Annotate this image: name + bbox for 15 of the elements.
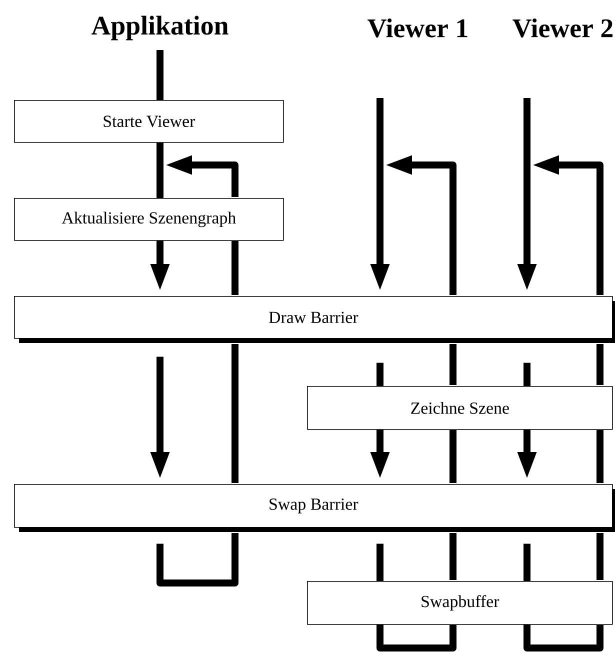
- barrier-box: Draw Barrier: [14, 296, 615, 343]
- process-box: Swapbuffer: [307, 581, 613, 625]
- connector-line: [524, 362, 530, 386]
- column-heading: Viewer 1: [368, 18, 468, 38]
- process-box: Aktualisiere Szenengraph: [14, 198, 284, 241]
- barrier-box: Swap Barrier: [14, 484, 615, 532]
- process-box: Zeichne Szene: [307, 386, 613, 430]
- connector-line: [156, 50, 164, 100]
- connector-line: [376, 362, 384, 386]
- process-box: Starte Viewer: [14, 100, 284, 143]
- column-heading: Viewer 2: [512, 18, 612, 38]
- connector-line: [524, 544, 530, 581]
- column-heading: Applikation: [92, 16, 228, 40]
- connector-line: [376, 544, 384, 581]
- connector-line: [156, 142, 164, 198]
